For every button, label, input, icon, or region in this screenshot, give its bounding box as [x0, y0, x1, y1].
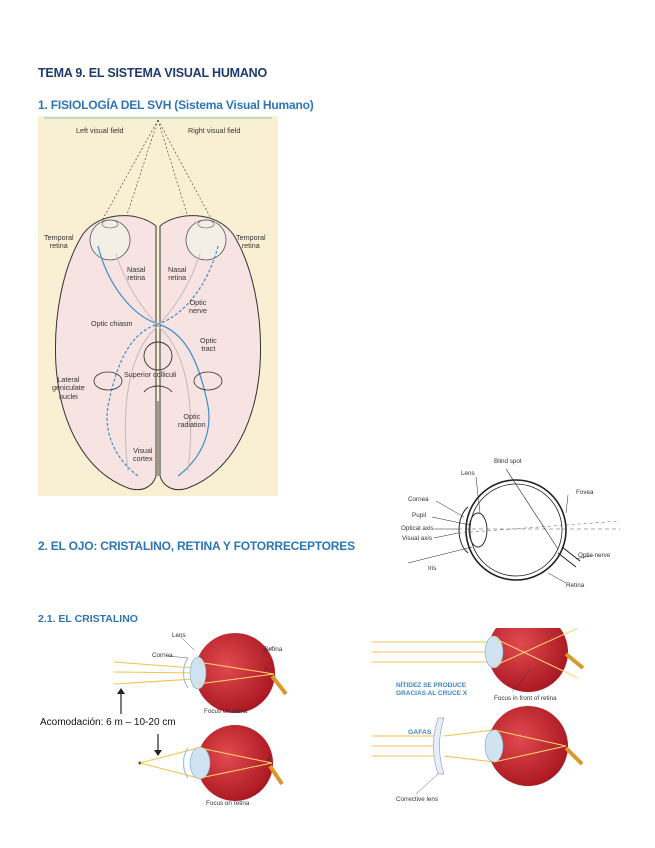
page-title: TEMA 9. EL SISTEMA VISUAL HUMANO — [38, 66, 268, 80]
label-right-visual-field: Right visual field — [188, 126, 241, 135]
label-nasal-retina-left: Nasal retina — [127, 265, 146, 283]
visual-pathway-drawing — [44, 117, 272, 491]
nitidez-note: NÍTIDEZ SE PRODUCE GRACIAS AL CRUCE X — [396, 682, 468, 698]
label-temporal-retina-left: Temporal retina — [44, 233, 74, 251]
label-focus-on-retina-1: Focus on retina — [204, 708, 248, 715]
gafas-note: GAFAS — [408, 729, 432, 736]
accommodation-text: Acomodación: 6 m – 10-20 cm — [40, 717, 176, 728]
eye-anatomy-drawing — [407, 468, 621, 584]
label-cornea: Cornea — [408, 496, 429, 503]
label-optic-radiation: Optic radiation — [178, 412, 206, 430]
label-lens-fig: Lens — [172, 632, 186, 639]
label-lateral-geniculate: Lateral geniculate nuclei — [52, 375, 85, 401]
label-point-a-1: A — [264, 666, 269, 673]
label-cornea-fig: Cornea — [152, 652, 173, 659]
label-point-a-2: A — [267, 756, 272, 763]
section-2-heading: 2. EL OJO: CRISTALINO, RETINA Y FOTORREC… — [38, 539, 355, 553]
label-temporal-retina-right: Temporal retina — [236, 233, 266, 251]
label-optic-chiasm: Optic chiasm — [91, 319, 133, 328]
label-visual-axis: Visual axis — [402, 535, 432, 542]
lens-figures: Lens Cornea Retina A Focus on retina Aco… — [38, 612, 628, 813]
section-2-1-heading: 2.1. EL CRISTALINO — [38, 613, 138, 625]
visual-pathway-figure: Left visual field Right visual field Tem… — [38, 116, 278, 496]
label-blind-spot: Blind spot — [494, 458, 522, 465]
label-retina: Retina — [566, 582, 585, 589]
label-visual-cortex: Visual cortex — [133, 446, 153, 464]
label-lens: Lens — [461, 470, 475, 477]
label-optic-nerve: Optic nerve — [189, 298, 207, 316]
label-focus-in-front: Focus in front of retina — [494, 695, 557, 702]
label-superior-colliculi: Superior colliculi — [124, 370, 177, 379]
label-optic-nerve-eye: Optic nerve — [578, 552, 611, 559]
label-focus-on-retina-2: Focus on retina — [206, 800, 250, 807]
label-pupil: Pupil — [412, 512, 427, 519]
eye-anatomy-figure: Blind spot Lens Fovea Cornea Pupil Optic… — [398, 455, 621, 595]
label-optical-axis: Optical axis — [401, 525, 434, 532]
label-fovea: Fovea — [576, 489, 594, 496]
label-optic-tract: Optic tract — [200, 336, 217, 354]
label-iris: Iris — [428, 565, 437, 572]
section-1-heading: 1. FISIOLOGÍA DEL SVH (Sistema Visual Hu… — [38, 98, 314, 112]
lens-figures-drawing — [113, 612, 585, 801]
label-corrective-lens: Corrective lens — [396, 796, 438, 803]
label-nasal-retina-right: Nasal retina — [168, 265, 187, 283]
label-retina-fig: Retina — [264, 646, 283, 653]
label-left-visual-field: Left visual field — [76, 126, 124, 135]
